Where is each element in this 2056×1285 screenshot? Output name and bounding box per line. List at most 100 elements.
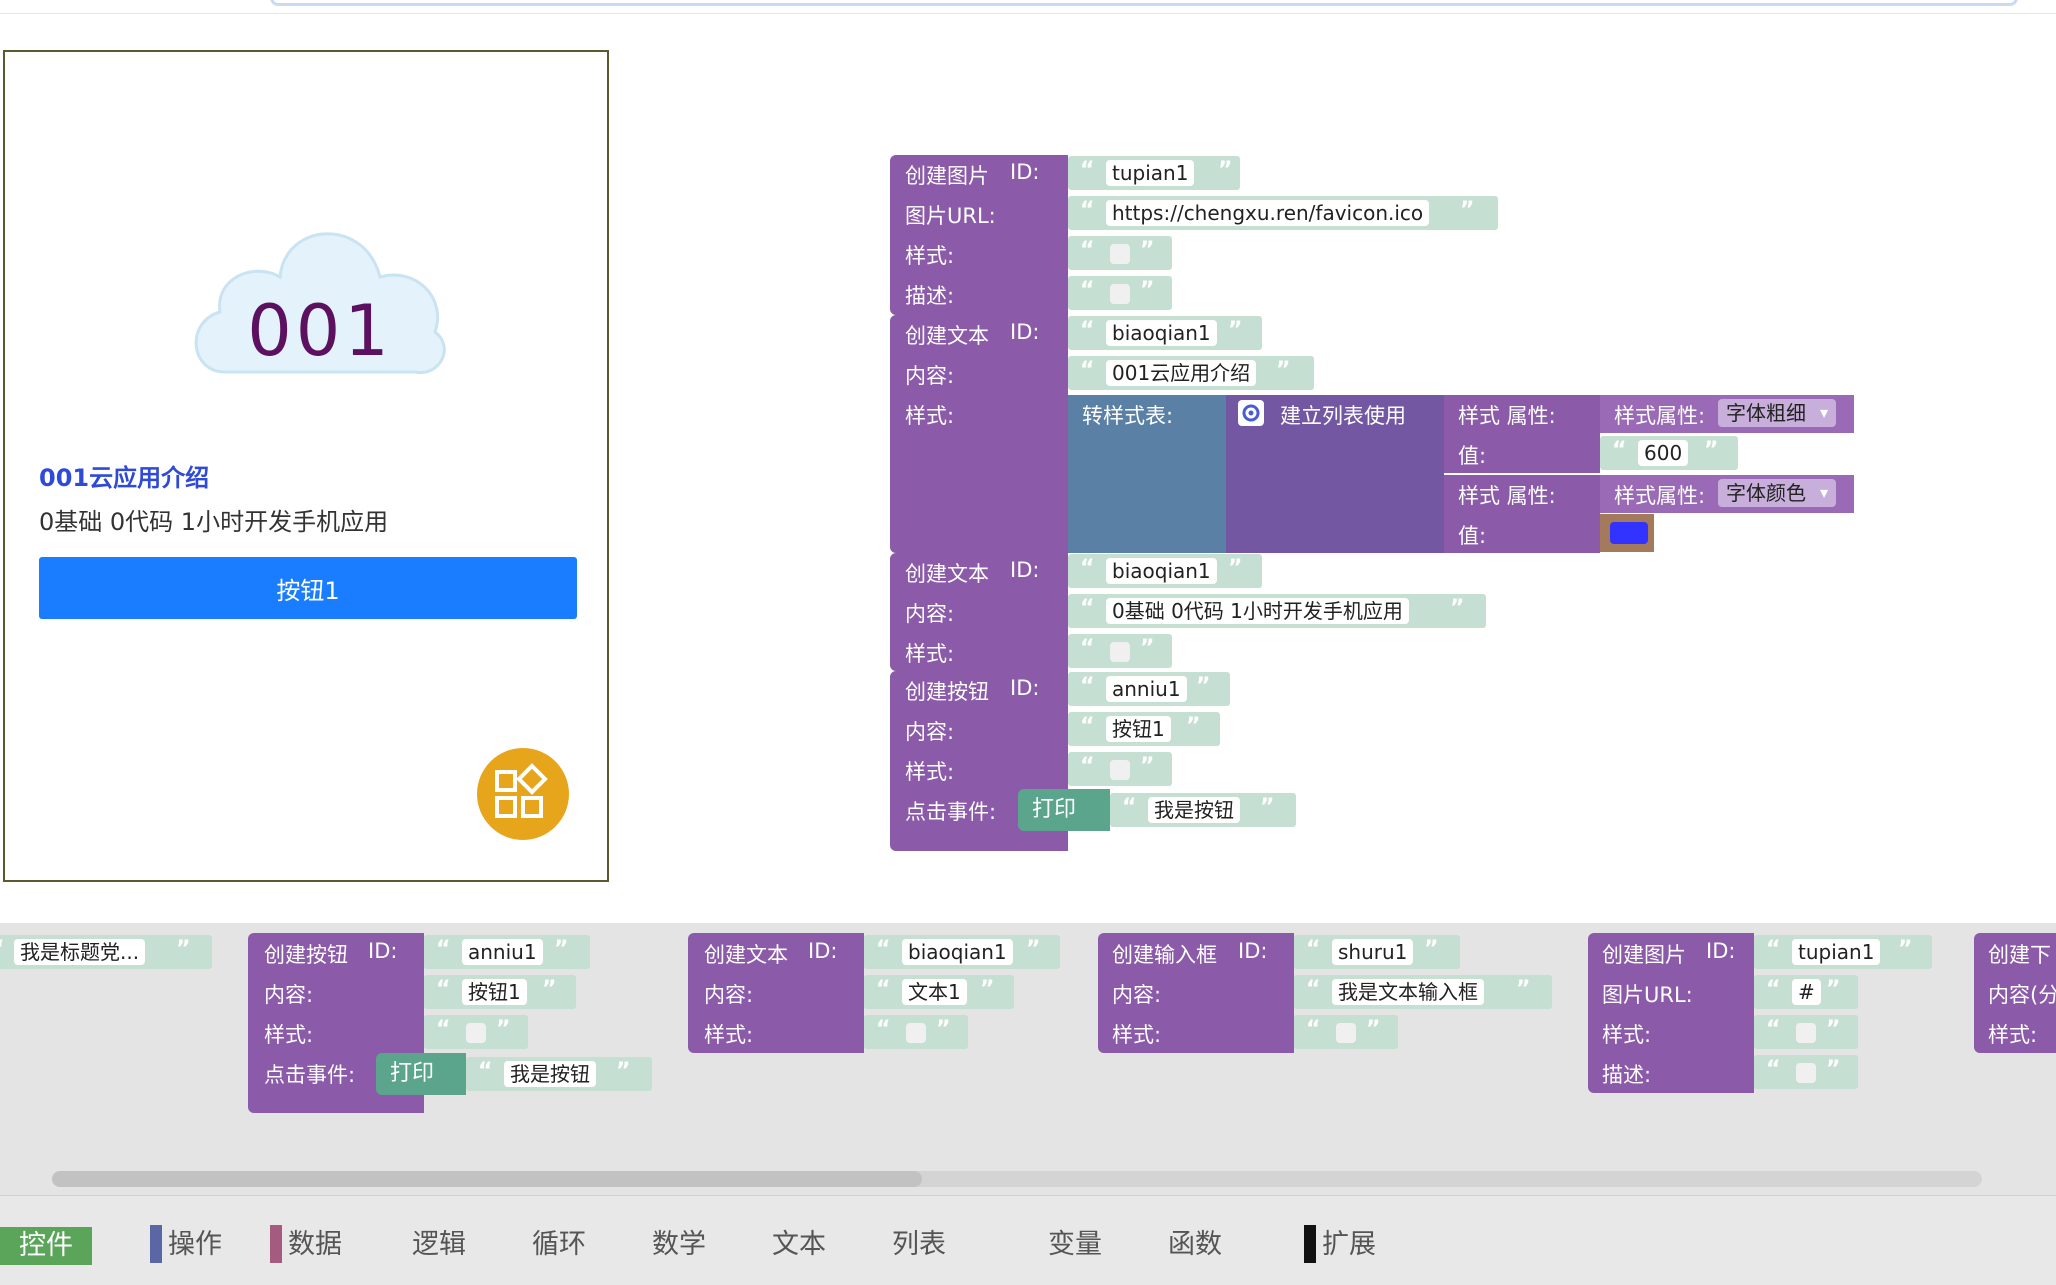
create-image-block[interactable] — [1588, 933, 1754, 1093]
style-label: 样式: — [704, 1023, 754, 1047]
string-block[interactable]: “” — [1068, 634, 1172, 668]
string-block[interactable]: “#” — [1754, 975, 1858, 1009]
string-block[interactable]: “” — [1068, 276, 1172, 310]
id-label: ID: — [1706, 939, 1736, 963]
convert-style-block[interactable] — [1068, 395, 1226, 553]
string-block[interactable]: “tupian1” — [1754, 935, 1932, 969]
event-label: 点击事件: — [905, 800, 997, 824]
string-value[interactable]: 文本1 — [902, 979, 967, 1005]
string-block[interactable]: “shuru1” — [1294, 935, 1460, 969]
toolbox-category-lists[interactable]: 列表 — [892, 1229, 946, 1260]
attr-dropdown[interactable]: 字体颜色 — [1718, 479, 1836, 507]
toolbox-category-math[interactable]: 数学 — [652, 1229, 706, 1260]
horizontal-scrollbar[interactable] — [52, 1171, 1982, 1187]
style-label: 样式: — [1988, 1023, 2038, 1047]
convert-label: 转样式表: — [1082, 404, 1174, 428]
preview-button[interactable]: 按钮1 — [39, 557, 577, 619]
string-block[interactable]: “我是文本输入框” — [1294, 975, 1552, 1009]
string-value[interactable]: 我是标题党... — [14, 939, 146, 965]
string-block[interactable]: “” — [1754, 1015, 1858, 1049]
gear-icon[interactable] — [1238, 400, 1264, 426]
cloud-logo: 001 — [185, 182, 455, 412]
string-block[interactable]: “我是按钮” — [1110, 793, 1296, 827]
id-label: ID: — [368, 939, 398, 963]
style-label: 样式: — [1112, 1023, 1162, 1047]
string-block[interactable]: “biaoqian1” — [1068, 316, 1262, 350]
create-text-block[interactable] — [890, 553, 1068, 671]
color-picker[interactable] — [1600, 514, 1654, 552]
create-text-block[interactable] — [890, 315, 1068, 553]
toolbox-category-data[interactable]: 数据 — [270, 1225, 342, 1265]
block-header: 创建图片 — [1602, 943, 1686, 967]
string-block[interactable]: “” — [1754, 1055, 1858, 1089]
string-block[interactable]: “anniu1” — [424, 935, 590, 969]
string-value[interactable]: biaoqian1 — [1106, 320, 1217, 346]
string-block[interactable]: “biaoqian1” — [1068, 554, 1262, 588]
string-value[interactable]: 0基础 0代码 1小时开发手机应用 — [1106, 598, 1409, 624]
string-value[interactable]: 600 — [1638, 440, 1689, 466]
string-value[interactable]: 按钮1 — [462, 979, 527, 1005]
apps-fab-button[interactable] — [477, 748, 569, 840]
string-block[interactable]: “600” — [1600, 436, 1738, 470]
style-property-block[interactable] — [1444, 395, 1600, 473]
toolbox-category-logic[interactable]: 逻辑 — [412, 1229, 466, 1260]
toolbox-bar — [0, 1195, 2056, 1285]
string-block[interactable]: “” — [1294, 1015, 1398, 1049]
string-value[interactable]: # — [1792, 979, 1821, 1005]
string-block[interactable]: “0基础 0代码 1小时开发手机应用” — [1068, 594, 1486, 628]
create-input-block[interactable] — [1098, 933, 1294, 1053]
string-block[interactable]: “文本1” — [864, 975, 1014, 1009]
id-label: ID: — [808, 939, 838, 963]
string-block[interactable]: “https://chengxu.ren/favicon.ico” — [1068, 196, 1498, 230]
string-block[interactable]: “按钮1” — [424, 975, 576, 1009]
string-block[interactable]: “anniu1” — [1068, 672, 1230, 706]
string-block[interactable]: “biaoqian1” — [864, 935, 1060, 969]
string-value[interactable]: biaoqian1 — [902, 939, 1013, 965]
string-block[interactable]: “按钮1” — [1068, 712, 1220, 746]
string-block[interactable]: “” — [1068, 236, 1172, 270]
top-address-input[interactable] — [270, 0, 2018, 6]
preview-title: 001云应用介绍 — [39, 464, 210, 492]
string-value[interactable]: 按钮1 — [1106, 716, 1171, 742]
string-value[interactable]: shuru1 — [1332, 939, 1414, 965]
string-value[interactable]: 我是文本输入框 — [1332, 979, 1484, 1005]
toolbox-category-variables[interactable]: 变量 — [1048, 1229, 1102, 1260]
toolbox-category-loops[interactable]: 循环 — [532, 1229, 586, 1260]
property-label: 样式 属性: — [1458, 404, 1556, 428]
create-image-block[interactable] — [890, 155, 1068, 315]
string-value[interactable]: https://chengxu.ren/favicon.ico — [1106, 200, 1430, 226]
content-label: 内容: — [704, 983, 754, 1007]
string-block[interactable]: “我是按钮” — [466, 1057, 652, 1091]
string-value[interactable]: tupian1 — [1106, 160, 1195, 186]
id-label: ID: — [1010, 320, 1040, 344]
string-value[interactable]: anniu1 — [462, 939, 543, 965]
toolbox-category-extensions[interactable]: 扩展 — [1304, 1225, 1376, 1265]
string-block[interactable]: “001云应用介绍” — [1068, 356, 1314, 390]
string-value[interactable]: 我是按钮 — [504, 1061, 596, 1087]
string-value[interactable]: 001云应用介绍 — [1106, 360, 1257, 386]
string-value[interactable]: 我是按钮 — [1148, 797, 1240, 823]
block-header: 创建文本 — [905, 562, 989, 586]
toolbox-category-actions[interactable]: 操作 — [150, 1225, 222, 1265]
attr-dropdown[interactable]: 字体粗细 — [1718, 399, 1836, 427]
print-block[interactable]: 打印 — [1018, 789, 1110, 831]
string-block[interactable]: “我是标题党...” — [0, 935, 212, 969]
string-block[interactable]: “” — [864, 1015, 968, 1049]
style-label: 样式: — [905, 642, 955, 666]
style-property-block[interactable] — [1444, 475, 1600, 553]
string-block[interactable]: “” — [424, 1015, 528, 1049]
print-block[interactable]: 打印 — [376, 1053, 466, 1095]
toolbox-category-controls[interactable]: 控件 — [0, 1227, 92, 1265]
toolbox-category-functions[interactable]: 函数 — [1168, 1229, 1222, 1260]
block-flyout[interactable]: “我是标题党...” 创建按钮 ID: 内容: 样式: 点击事件: “anniu… — [0, 923, 2056, 1195]
string-block[interactable]: “tupian1” — [1068, 156, 1240, 190]
string-value[interactable]: biaoqian1 — [1106, 558, 1217, 584]
string-value[interactable]: tupian1 — [1792, 939, 1881, 965]
create-text-block[interactable] — [688, 933, 864, 1053]
create-dropdown-block[interactable] — [1974, 933, 2056, 1053]
grid-icon — [495, 763, 548, 818]
scrollbar-thumb[interactable] — [52, 1171, 922, 1187]
string-block[interactable]: “” — [1068, 752, 1172, 786]
toolbox-category-text[interactable]: 文本 — [772, 1229, 826, 1260]
string-value[interactable]: anniu1 — [1106, 676, 1187, 702]
